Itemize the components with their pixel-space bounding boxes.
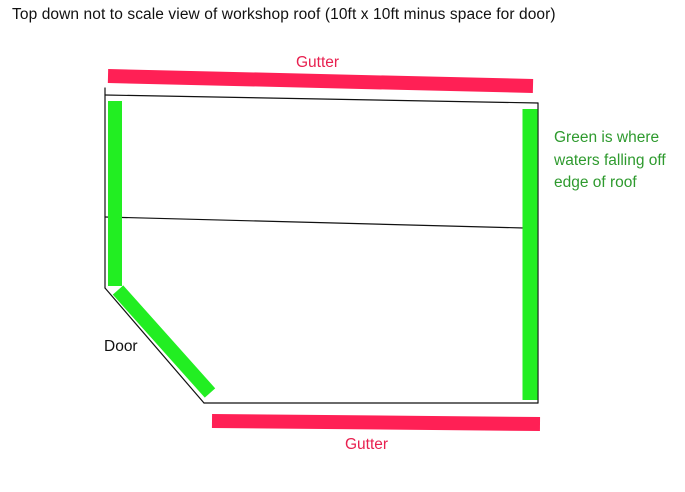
door-label: Door [104,338,138,355]
gutter-top-label: Gutter [296,54,340,71]
roof-outline [104,87,539,404]
diagram-title: Top down not to scale view of workshop r… [12,6,556,23]
runoff-door-diagonal [112,285,216,398]
gutter-bottom-label: Gutter [345,436,389,453]
gutter-top-bar [107,69,534,93]
green-runoff-note: Green is where waters falling off edge o… [554,129,666,191]
roof-edge-door-diagonal [104,287,205,404]
gutter-bottom-bar [211,414,541,431]
roof-ridge-line [104,216,525,229]
roof-edge-top [104,94,539,104]
